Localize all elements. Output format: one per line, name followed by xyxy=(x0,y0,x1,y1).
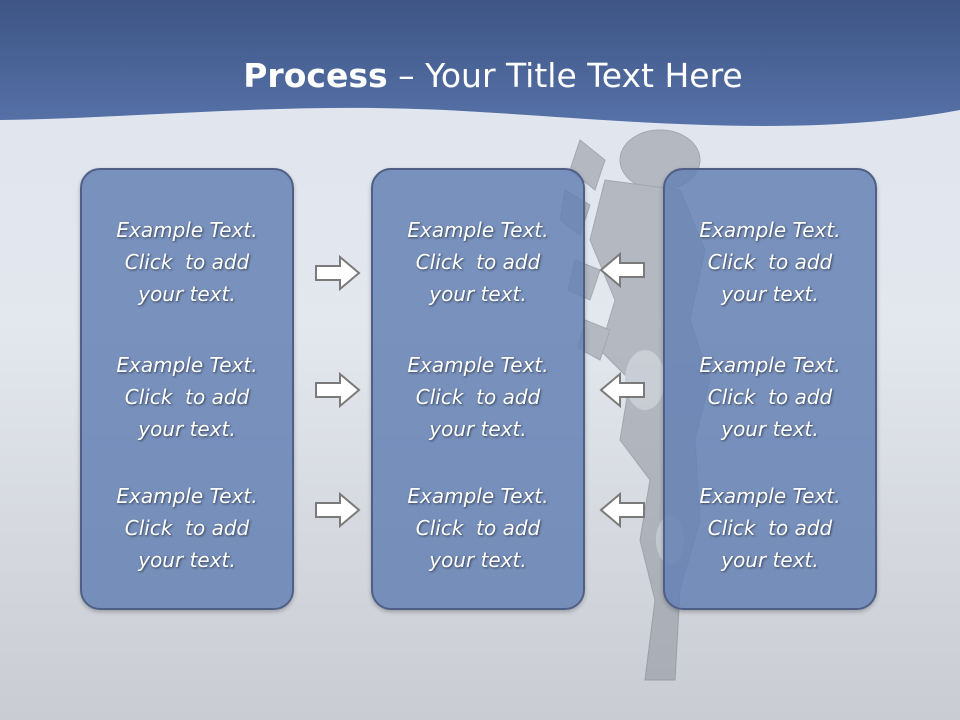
text-line: Click to add xyxy=(707,516,833,540)
text-line: Example Text. xyxy=(116,218,258,242)
text-line: Example Text. xyxy=(699,218,841,242)
text-line: your text. xyxy=(429,417,527,441)
arrow-right-icon xyxy=(315,254,361,292)
text-item[interactable]: Example Text. Click to add your text. xyxy=(373,214,583,310)
process-box-center[interactable]: Example Text. Click to add your text. Ex… xyxy=(371,168,585,610)
text-item[interactable]: Example Text. Click to add your text. xyxy=(82,214,292,310)
text-item[interactable]: Example Text. Click to add your text. xyxy=(82,349,292,445)
text-line: your text. xyxy=(138,282,236,306)
text-item[interactable]: Example Text. Click to add your text. xyxy=(665,480,875,576)
text-line: your text. xyxy=(429,548,527,572)
text-line: your text. xyxy=(429,282,527,306)
text-item[interactable]: Example Text. Click to add your text. xyxy=(665,214,875,310)
process-box-right[interactable]: Example Text. Click to add your text. Ex… xyxy=(663,168,877,610)
text-line: your text. xyxy=(721,548,819,572)
arrow-left-icon xyxy=(599,491,645,529)
text-line: Click to add xyxy=(415,516,541,540)
text-line: your text. xyxy=(138,417,236,441)
text-line: Example Text. xyxy=(407,484,549,508)
arrow-left-icon xyxy=(599,371,645,409)
text-line: your text. xyxy=(721,417,819,441)
text-item[interactable]: Example Text. Click to add your text. xyxy=(82,480,292,576)
text-line: Example Text. xyxy=(699,484,841,508)
text-line: Click to add xyxy=(124,250,250,274)
text-line: your text. xyxy=(138,548,236,572)
title-bold-text: Process xyxy=(243,56,388,95)
text-item[interactable]: Example Text. Click to add your text. xyxy=(665,349,875,445)
text-line: Example Text. xyxy=(407,218,549,242)
text-item[interactable]: Example Text. Click to add your text. xyxy=(373,480,583,576)
text-line: Example Text. xyxy=(407,353,549,377)
text-line: Click to add xyxy=(415,250,541,274)
title-rest-text: – Your Title Text Here xyxy=(387,56,743,95)
text-item[interactable]: Example Text. Click to add your text. xyxy=(373,349,583,445)
arrow-right-icon xyxy=(315,491,361,529)
text-line: your text. xyxy=(721,282,819,306)
arrow-left-icon xyxy=(599,251,645,289)
text-line: Example Text. xyxy=(116,353,258,377)
text-line: Example Text. xyxy=(116,484,258,508)
text-line: Click to add xyxy=(707,250,833,274)
text-line: Click to add xyxy=(415,385,541,409)
process-box-left[interactable]: Example Text. Click to add your text. Ex… xyxy=(80,168,294,610)
text-line: Click to add xyxy=(707,385,833,409)
arrow-right-icon xyxy=(315,371,361,409)
slide-title: Process – Your Title Text Here xyxy=(0,54,960,98)
title-banner xyxy=(0,0,960,126)
text-line: Example Text. xyxy=(699,353,841,377)
text-line: Click to add xyxy=(124,516,250,540)
text-line: Click to add xyxy=(124,385,250,409)
